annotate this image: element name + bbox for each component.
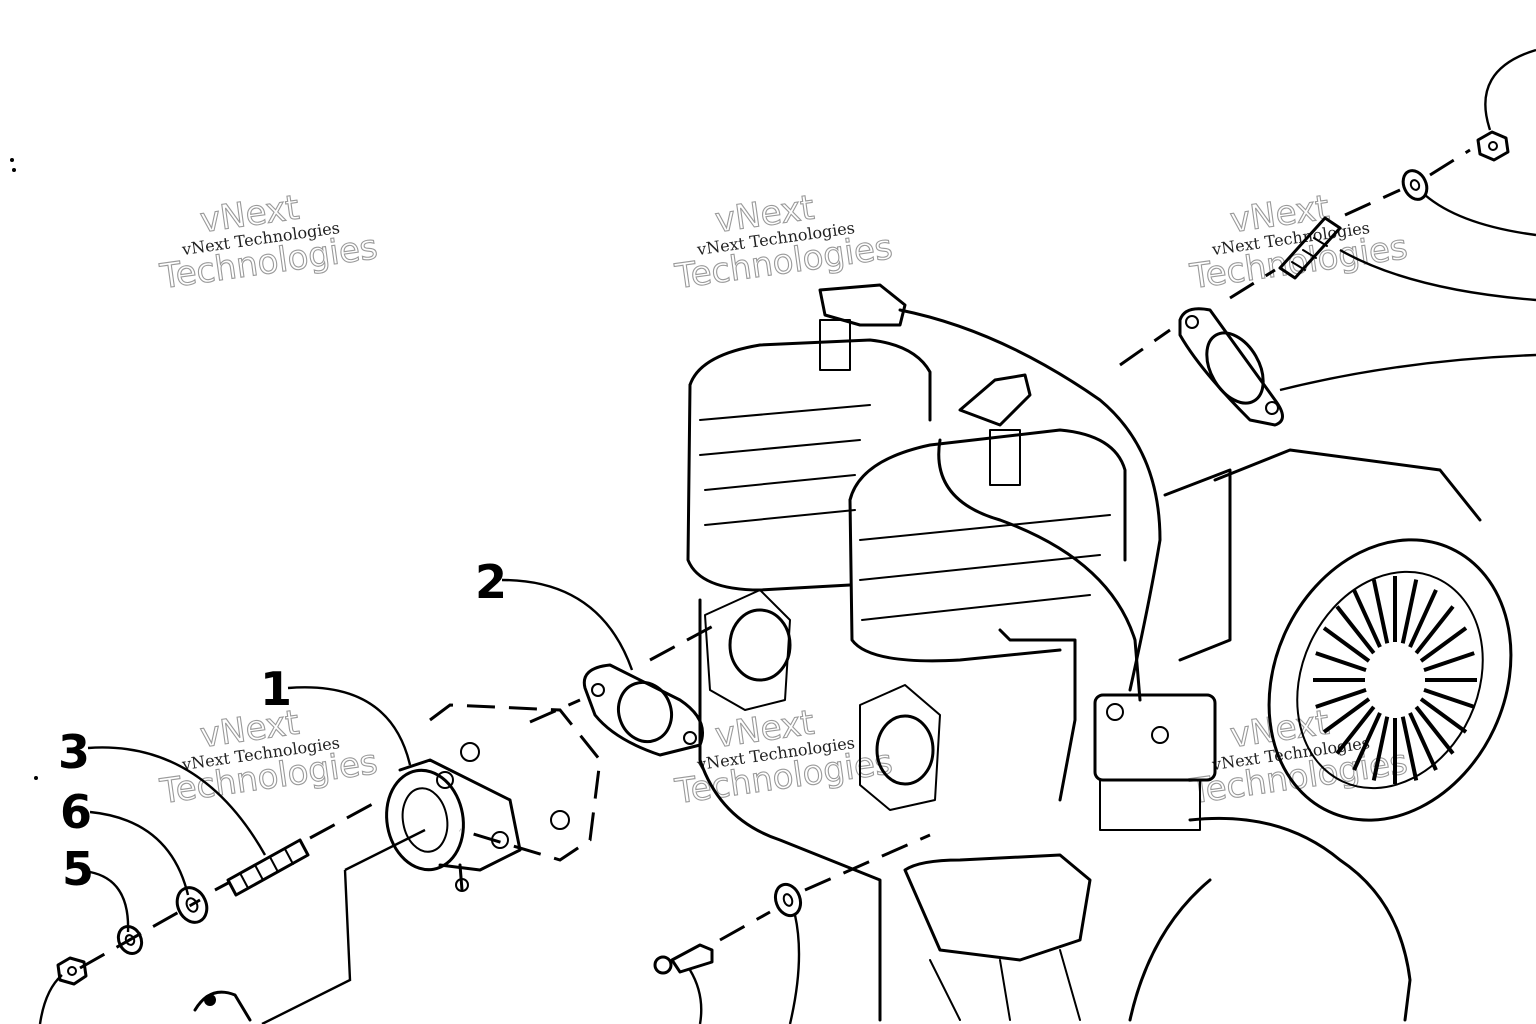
leader-callout-6 — [89, 810, 190, 896]
fan-blade — [1423, 687, 1475, 709]
explode-axis-center — [719, 833, 931, 942]
fan-blade — [1408, 589, 1438, 648]
leader-callout-5 — [89, 870, 130, 933]
watermark-top-left: vNext Technologies vNext Technologies — [157, 187, 381, 298]
fan-blade — [1352, 712, 1382, 771]
leader-callout-1 — [287, 686, 412, 766]
callout-6: 6 — [60, 785, 92, 839]
callout-3: 3 — [58, 725, 90, 779]
callout-5: 5 — [62, 842, 94, 896]
fan-blade — [1423, 651, 1475, 673]
fan-blades — [1313, 576, 1477, 784]
fan-blade — [1419, 697, 1468, 734]
washer-right — [1401, 169, 1429, 201]
carb-washer — [773, 882, 803, 918]
nut-lower-left — [56, 956, 88, 986]
mounting-plate — [429, 703, 602, 862]
spark-plug-wires — [818, 283, 1162, 702]
nut-right — [1476, 130, 1510, 162]
fan-blade — [1371, 579, 1390, 644]
exhaust-flange-part-1 — [385, 758, 522, 892]
fan-blade — [1408, 712, 1438, 771]
fan-blade — [1322, 626, 1371, 663]
callout-2: 2 — [475, 555, 507, 609]
engine-block — [686, 338, 1217, 1022]
carb-bolt — [653, 943, 714, 975]
clamp — [193, 990, 252, 1022]
fan-blade — [1371, 716, 1390, 781]
callout-1: 1 — [260, 662, 292, 716]
leader-callout-2 — [501, 578, 634, 671]
fan-blade — [1414, 605, 1455, 655]
stud-part-3 — [226, 838, 310, 897]
fan-housing — [1128, 448, 1513, 1022]
stud-right — [1278, 216, 1342, 280]
exhaust-gasket-right — [1178, 307, 1284, 427]
leader-callout-3 — [87, 746, 267, 856]
fan-blade — [1315, 687, 1367, 709]
watermark-top-center: vNext Technologies vNext Technologies — [672, 187, 896, 298]
fan-blade — [1400, 579, 1419, 644]
explode-axis-left — [79, 623, 716, 970]
explode-axis-right — [1119, 148, 1471, 367]
gasket-part-2 — [582, 663, 704, 757]
fan-blade — [1352, 589, 1382, 648]
fan-blade — [1315, 651, 1367, 673]
fan-blade — [1335, 605, 1376, 655]
fan-blade — [1322, 697, 1371, 734]
fan-blade — [1335, 705, 1376, 755]
fan-blade — [1414, 705, 1455, 755]
fan-blade — [1419, 626, 1468, 663]
fan-blade — [1400, 716, 1419, 781]
